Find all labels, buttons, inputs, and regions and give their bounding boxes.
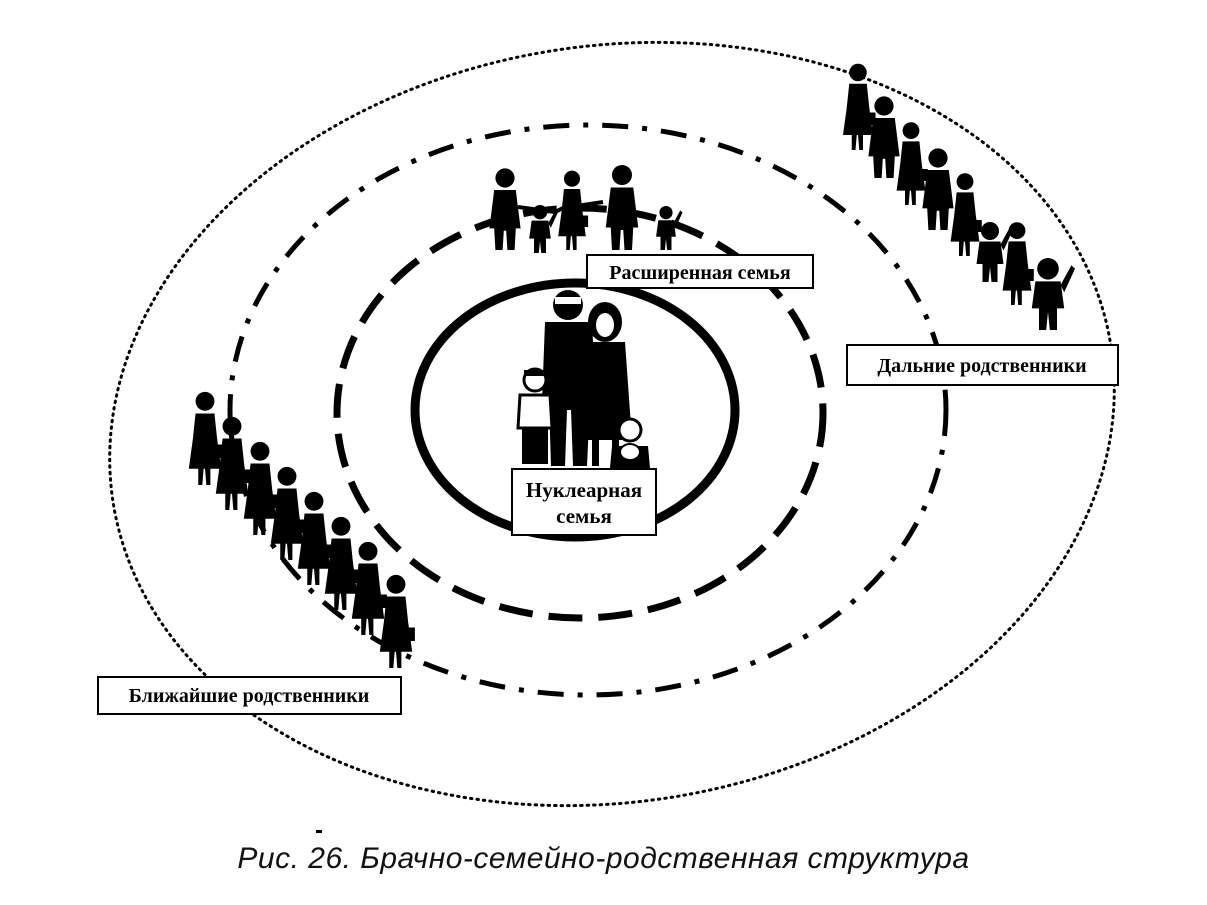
nuclear-family-label-box: Нуклеарная семья <box>511 468 657 536</box>
nuclear-family-ellipse <box>410 278 740 542</box>
extended-family-figures <box>489 165 683 253</box>
distant-relatives-label: Дальние родственники <box>877 355 1086 377</box>
closest-relatives-label: Ближайшие родственники <box>129 685 370 707</box>
nuclear-family-figures <box>516 290 650 468</box>
figure-caption: Рис. 26. Брачно-семейно-родственная стру… <box>237 842 970 875</box>
nuclear-family-label-line2: семья <box>556 504 612 528</box>
extended-family-label: Расширенная семья <box>609 262 791 284</box>
nuclear-family-label-line1: Нуклеарная <box>526 478 642 502</box>
closest-relatives-ellipse <box>227 122 949 698</box>
distant-relatives-label-box: Дальние родственники <box>846 344 1119 386</box>
stray-mark <box>316 830 322 833</box>
closest-relatives-label-box: Ближайшие родственники <box>97 676 402 715</box>
extended-family-label-box: Расширенная семья <box>586 254 814 289</box>
